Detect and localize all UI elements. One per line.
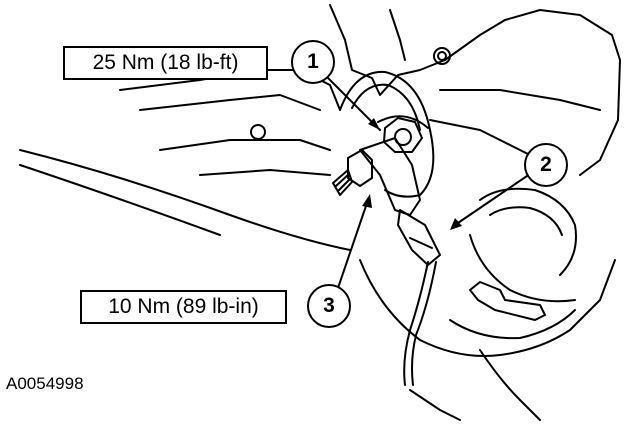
callout-2: 2 [524,143,568,187]
left-rail-2 [19,164,221,236]
arrow-3 [362,194,372,208]
bolt-washer [377,115,429,129]
torque-spec-1: 25 Nm (18 lb-ft) [63,46,268,80]
leader-1 [319,69,381,131]
sensor-wire [403,261,429,386]
sensor-body [359,137,421,216]
callout-1: 1 [291,40,335,84]
callout-3: 3 [307,284,351,328]
arrow-1 [368,118,380,130]
left-hole [250,124,266,140]
lower-housing [359,259,616,357]
sensor-connector [397,209,441,266]
engine-block-rib [439,89,601,111]
hose-clamp [479,187,577,276]
left-structure [119,69,341,111]
left-lower-edge [199,169,331,176]
flange-plate [339,70,435,198]
bolt-head [383,117,423,153]
sensor-threaded-tip [332,169,353,196]
leader-2 [454,175,528,226]
torque-spec-3: 10 Nm (89 lb-in) [80,290,287,324]
left-structure-3 [159,139,331,151]
engine-block-edge [389,9,406,61]
flange-plate-inner [351,83,421,131]
hose-lower [469,234,576,303]
left-structure-2 [139,94,321,111]
bolt-hole [433,47,451,65]
left-rail [19,149,351,251]
figure-id-label: A0054998 [6,374,84,393]
leader-3 [337,199,369,289]
clip [469,281,546,321]
arrow-2 [450,218,462,230]
sensor-nut [347,149,373,187]
